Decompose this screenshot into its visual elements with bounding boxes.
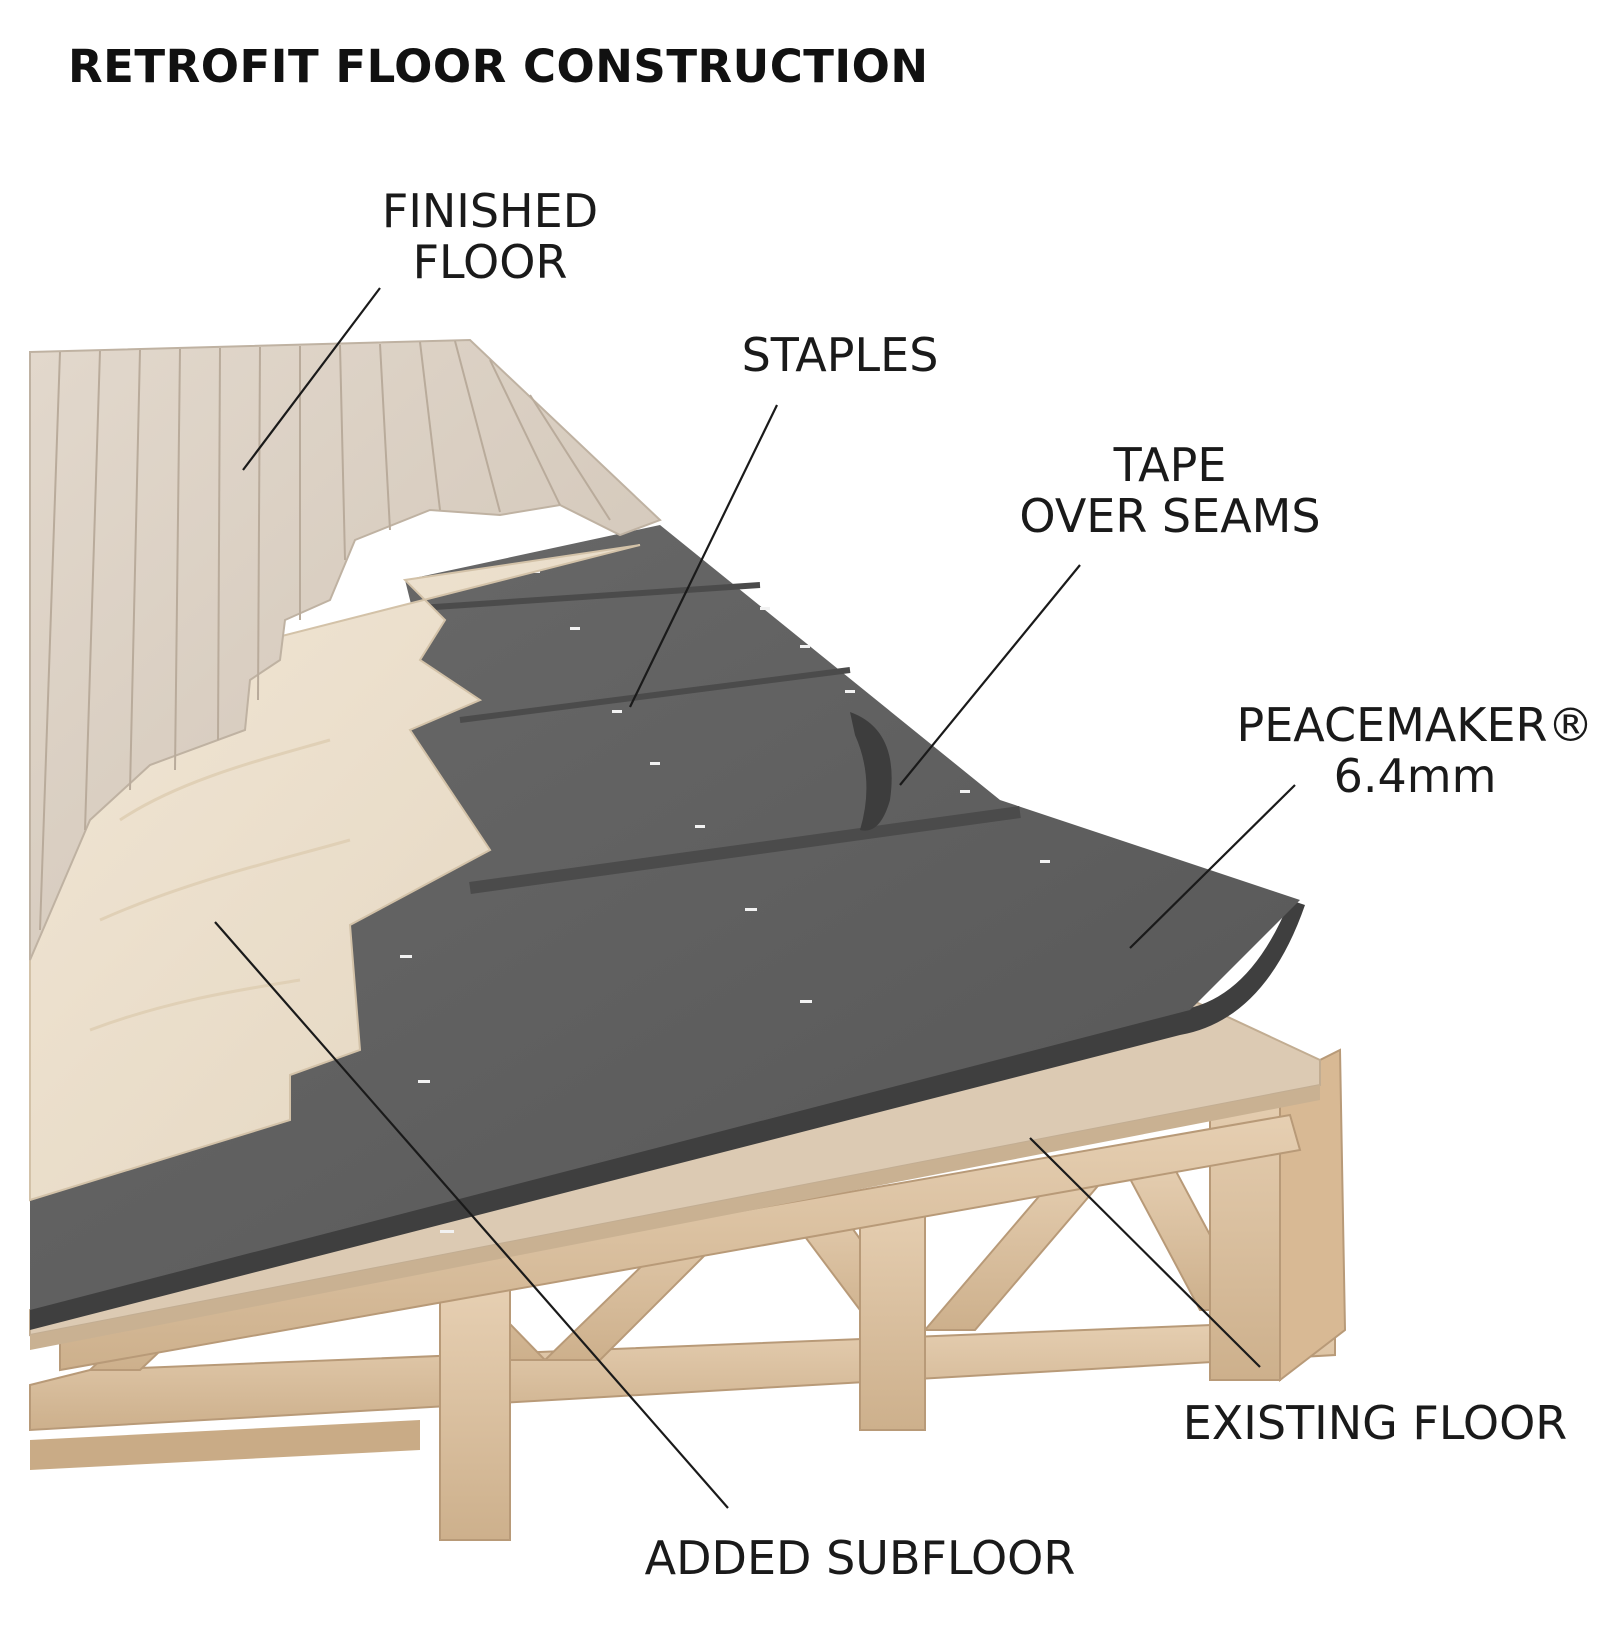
label-line: FLOOR: [412, 235, 568, 289]
leader-finished-floor: [242, 287, 381, 471]
label-line: PEACEMAKER®: [1236, 698, 1594, 752]
label-finished-floor: FINISHED FLOOR: [340, 186, 640, 288]
leader-added-subfloor: [214, 921, 729, 1509]
leader-tape: [899, 564, 1081, 786]
label-peacemaker: PEACEMAKER® 6.4mm: [1215, 700, 1615, 802]
label-added-subfloor: ADDED SUBFLOOR: [630, 1533, 1090, 1584]
truss-vertical: [859, 1199, 926, 1431]
label-existing-floor: EXISTING FLOOR: [1165, 1398, 1585, 1449]
label-line: EXISTING FLOOR: [1182, 1396, 1568, 1450]
truss-vertical: [439, 1289, 511, 1541]
truss-far-chord: [30, 1420, 420, 1470]
label-line: STAPLES: [741, 328, 939, 382]
page-title: RETROFIT FLOOR CONSTRUCTION: [68, 40, 929, 93]
leader-peacemaker: [1129, 784, 1296, 949]
label-staples: STAPLES: [690, 330, 990, 381]
leader-lines: [214, 287, 1296, 1509]
label-line: 6.4mm: [1333, 749, 1497, 803]
leader-existing-floor: [1029, 1137, 1261, 1368]
label-line: ADDED SUBFLOOR: [644, 1531, 1076, 1585]
label-line: FINISHED: [381, 184, 599, 238]
label-tape-over-seams: TAPE OVER SEAMS: [990, 440, 1350, 542]
finished-floor: [29, 338, 662, 961]
label-line: TAPE: [1113, 438, 1227, 492]
leader-staples: [629, 404, 778, 708]
truss-top-chord: [59, 1113, 1302, 1372]
peacemaker-underlay: [30, 525, 1300, 1310]
label-line: OVER SEAMS: [1019, 489, 1321, 543]
